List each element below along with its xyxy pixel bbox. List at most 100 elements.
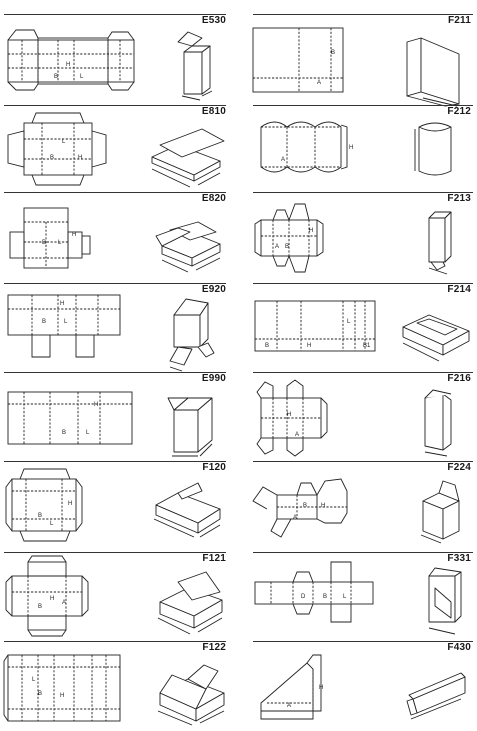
box-style-drawing: HBA bbox=[252, 478, 460, 544]
box-face bbox=[173, 298, 209, 316]
box-face bbox=[430, 261, 446, 271]
box-style-code: F120 bbox=[202, 462, 226, 473]
dimension-label: H bbox=[94, 402, 98, 408]
box-face bbox=[406, 37, 422, 97]
box-face bbox=[406, 698, 418, 716]
dimension-label: A bbox=[281, 157, 285, 163]
dimension-label: L bbox=[80, 74, 84, 80]
dimension-label: H bbox=[66, 62, 70, 68]
dimension-label: B bbox=[50, 155, 54, 161]
dimension-line bbox=[197, 617, 223, 633]
box-face bbox=[442, 500, 460, 540]
cut-line bbox=[7, 81, 39, 91]
cut-line bbox=[81, 235, 91, 255]
folded-box-view bbox=[167, 397, 213, 457]
cut-line bbox=[296, 482, 318, 496]
cut-line bbox=[256, 437, 274, 455]
dimension-label: B1 bbox=[363, 343, 371, 349]
dimension-label: L bbox=[32, 677, 36, 683]
folded-box-view bbox=[428, 567, 462, 635]
die-line-net bbox=[5, 468, 83, 542]
box-face bbox=[169, 346, 193, 366]
box-face bbox=[197, 342, 215, 358]
dimension-label: H bbox=[287, 412, 291, 418]
die-line-net bbox=[254, 300, 376, 352]
box-style-code: F216 bbox=[447, 373, 471, 384]
box-style-drawing: L B H B1 bbox=[254, 300, 470, 362]
cut-line bbox=[91, 130, 107, 168]
cut-line bbox=[270, 518, 292, 538]
die-line-net bbox=[7, 294, 121, 358]
cut-line bbox=[252, 486, 278, 510]
dimension-label: L bbox=[347, 319, 351, 325]
dimension-label: B bbox=[38, 604, 42, 610]
dimension-line bbox=[199, 710, 225, 724]
die-line-net bbox=[7, 391, 133, 445]
cut-line bbox=[31, 112, 85, 124]
box-face bbox=[201, 45, 211, 95]
box-style-cell: F214 L B H B1 bbox=[247, 283, 475, 371]
box-face bbox=[173, 314, 201, 348]
row-divider bbox=[4, 552, 226, 553]
dimension-label: A bbox=[275, 244, 279, 250]
box-style-drawing: HBL bbox=[5, 468, 221, 542]
box-face bbox=[177, 482, 203, 500]
cut-line bbox=[316, 219, 324, 257]
dimension-label: H bbox=[60, 693, 64, 699]
dimension-label: B bbox=[42, 319, 46, 325]
dimension-line bbox=[428, 267, 448, 275]
cut-line bbox=[7, 130, 25, 168]
die-line-net bbox=[9, 207, 91, 269]
box-style-code: F121 bbox=[202, 553, 226, 564]
cut-line bbox=[27, 629, 67, 637]
box-face bbox=[173, 409, 199, 453]
dimension-line bbox=[151, 168, 191, 188]
dimension-label: H bbox=[307, 343, 311, 349]
row-divider bbox=[253, 192, 473, 193]
box-style-code: F224 bbox=[447, 462, 471, 473]
box-face bbox=[159, 128, 225, 158]
box-style-code: F214 bbox=[447, 284, 471, 295]
dimension-label: B bbox=[265, 343, 269, 349]
dimension-line bbox=[201, 90, 213, 97]
dimension-label: B bbox=[331, 50, 335, 56]
dimension-label: B bbox=[303, 503, 307, 509]
folded-box-view bbox=[169, 298, 215, 372]
cut-line bbox=[107, 81, 135, 91]
cut-line bbox=[272, 209, 290, 221]
row-divider bbox=[253, 552, 473, 553]
box-style-code: F122 bbox=[202, 642, 226, 653]
dimension-label: A bbox=[295, 432, 299, 438]
die-line-net bbox=[254, 561, 374, 623]
box-face bbox=[177, 31, 203, 47]
folded-box-view bbox=[420, 480, 460, 544]
cut-line bbox=[11, 575, 83, 617]
cut-line bbox=[256, 381, 274, 399]
dimension-label: L bbox=[62, 139, 66, 145]
dimension-label: H bbox=[60, 301, 64, 307]
cut-line bbox=[288, 255, 310, 273]
cut-line bbox=[340, 124, 348, 170]
dimension-line bbox=[410, 698, 462, 720]
folded-box-view bbox=[177, 31, 213, 101]
cut-line bbox=[272, 255, 290, 267]
box-face bbox=[454, 571, 462, 623]
dimension-label: A bbox=[287, 703, 291, 709]
box-face bbox=[193, 599, 223, 629]
cut-line bbox=[3, 654, 9, 722]
dimension-line bbox=[161, 259, 189, 273]
cut-line bbox=[75, 478, 83, 532]
cut-line bbox=[27, 561, 67, 577]
cut-line bbox=[7, 29, 39, 41]
dimension-label: H bbox=[319, 685, 323, 691]
dimension-line bbox=[153, 518, 195, 538]
box-face bbox=[442, 330, 470, 356]
box-style-drawing: BA bbox=[252, 27, 460, 107]
